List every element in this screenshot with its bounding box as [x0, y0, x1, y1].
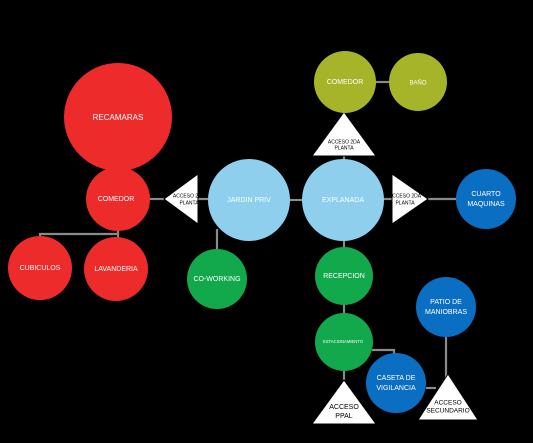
node-label: EXPLANADA: [322, 197, 364, 204]
triangle-label-line2: PLANTA: [179, 200, 199, 206]
node-label: RECEPCION: [323, 273, 365, 280]
triangle-label-line2: PLANTA: [395, 200, 415, 206]
node-label: CUBICULOS: [20, 265, 61, 272]
node-label-line1: PATIO DE: [430, 299, 462, 306]
node-label: CO-WORKING: [193, 276, 240, 283]
node-circle: [315, 247, 373, 305]
node-cuarto-maquinas: CUARTO MAQUINAS: [456, 169, 516, 229]
node-bano: BAÑO: [389, 53, 447, 111]
node-circle: [302, 159, 384, 241]
triangle-label-line2: PLANTA: [334, 145, 354, 151]
node-comedor-left: COMEDOR: [86, 167, 150, 231]
acceso-secundario: ACCESO SECUNDARIO: [417, 373, 479, 421]
node-circle: [86, 167, 150, 231]
node-circle: [314, 51, 376, 113]
node-label: COMEDOR: [98, 196, 135, 203]
acceso-2da-planta-right: ACCESO 2DA PLANTA: [389, 173, 429, 225]
node-circle: [366, 353, 426, 413]
node-label: LAVANDERIA: [94, 266, 138, 273]
node-circle: [8, 236, 72, 300]
node-co-working: CO-WORKING: [187, 249, 247, 309]
triangle-label-line1: ACCESO: [434, 400, 461, 407]
node-label: JARDIN PRIV: [227, 197, 271, 204]
node-circle: [389, 53, 447, 111]
node-circle: [315, 313, 373, 371]
node-label-line2: MAQUINAS: [467, 201, 505, 208]
node-patio-maniobras: PATIO DE MANIOBRAS: [416, 277, 476, 337]
triangle-shape: [311, 111, 377, 157]
triangle-shape: [311, 379, 377, 425]
node-label: RECAMARAS: [93, 113, 144, 122]
triangle-label-line1: ACCESO 2DA: [328, 139, 361, 145]
node-label-line2: VIGILANCIA: [376, 385, 416, 392]
node-explanada: EXPLANADA: [302, 159, 384, 241]
node-circle: [208, 159, 290, 241]
triangle-shape: [163, 173, 199, 225]
triangle-shape: [417, 373, 479, 421]
node-circle: [187, 249, 247, 309]
node-comedor-top: COMEDOR: [314, 51, 376, 113]
node-jardin-priv: JARDIN PRIV: [208, 159, 290, 241]
triangle-label-line2: PPAL: [335, 413, 352, 420]
node-recepcion: RECEPCION: [315, 247, 373, 305]
node-circle: [456, 169, 516, 229]
acceso-ppal: ACCESO PPAL: [311, 379, 377, 425]
acceso-2da-planta-left: ACCESO 2DA PLANTA: [163, 173, 206, 225]
node-label: ESTACIONAMIENTO: [323, 339, 364, 344]
node-circle: [84, 237, 148, 301]
node-recamaras: RECAMARAS: [64, 63, 172, 171]
node-label-line1: CUARTO: [471, 191, 501, 198]
node-label: COMEDOR: [327, 79, 364, 86]
node-cubiculos: CUBICULOS: [8, 236, 72, 300]
node-caseta-vigilancia: CASETA DE VIGILANCIA: [366, 353, 426, 413]
node-label: BAÑO: [409, 80, 426, 87]
triangle-label-line1: ACCESO: [329, 404, 359, 411]
node-circle: [416, 277, 476, 337]
node-label-line2: MANIOBRAS: [425, 309, 467, 316]
acceso-2da-planta-top: ACCESO 2DA PLANTA: [311, 111, 377, 157]
node-lavanderia: LAVANDERIA: [84, 237, 148, 301]
triangle-label-line2: SECUNDARIO: [426, 408, 469, 415]
node-estacionamiento: ESTACIONAMIENTO: [315, 313, 373, 371]
triangle-label-line1: ACCESO 2DA: [389, 193, 422, 199]
triangle-shape: [391, 173, 429, 225]
node-label-line1: CASETA DE: [377, 375, 416, 382]
node-circle: [64, 63, 172, 171]
triangle-label-line1: ACCESO 2DA: [173, 193, 206, 199]
